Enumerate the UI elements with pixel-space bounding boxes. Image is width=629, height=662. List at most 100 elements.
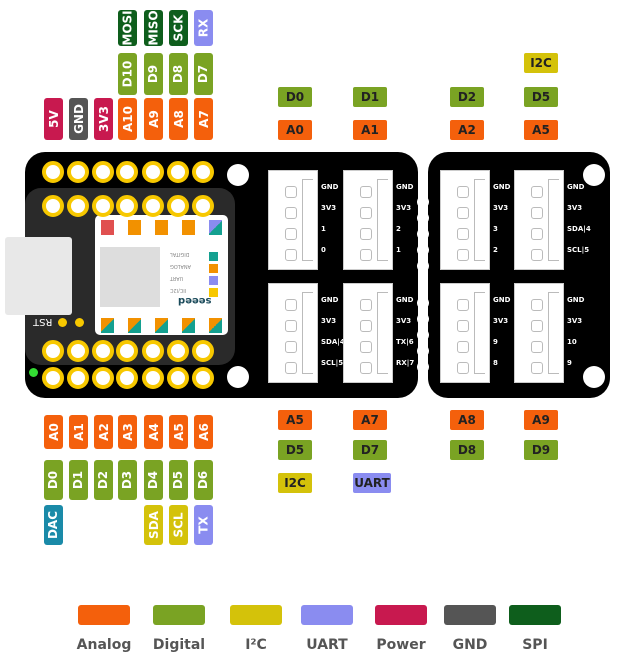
grove-connector[interactable] [343, 170, 393, 270]
connector-pin [285, 320, 297, 332]
legend-swatch-gnd [444, 605, 496, 625]
pin-label-digital: D6 [194, 460, 213, 500]
bridge-dot [417, 212, 429, 224]
castellated-pad [42, 340, 64, 362]
connector-pin-label: 9 [493, 338, 498, 346]
pin-label-text: SCK [171, 14, 186, 42]
legend-swatch-i2c [230, 605, 282, 625]
chip-pad [182, 318, 195, 333]
chip-legend-swatch [209, 264, 218, 273]
connector-pin-label: GND [493, 296, 511, 304]
connector-pin [285, 299, 297, 311]
grove-connector[interactable] [440, 283, 490, 383]
pin-label-gnd: GND [69, 98, 88, 140]
connector-pin-label: 3V3 [567, 204, 583, 212]
pin-label-text: A10 [120, 106, 135, 132]
castellated-pad [92, 195, 114, 217]
chip-pad [101, 318, 114, 333]
pin-label-digital: D2 [94, 460, 113, 500]
castellated-pad [192, 195, 214, 217]
connector-pin [360, 341, 372, 353]
pin-hole-top [42, 161, 64, 183]
connector-latch [302, 179, 313, 261]
connector-latch [548, 179, 559, 261]
connector-pin [457, 341, 469, 353]
legend-label: Analog [76, 637, 132, 653]
rst-label: RST [33, 316, 53, 327]
legend-label: I²C [245, 637, 267, 653]
rst-pad[interactable] [58, 318, 67, 327]
legend-swatch-analog [78, 605, 130, 625]
grove-connector[interactable] [343, 283, 393, 383]
grove-connector[interactable] [440, 170, 490, 270]
connector-pin-label: 9 [567, 359, 572, 367]
pin-hole-top [67, 161, 89, 183]
pin-label-text: D6 [196, 470, 211, 490]
grove-connector[interactable] [268, 283, 318, 383]
pin-label-text: A4 [146, 423, 161, 441]
pin-label-analog: A7 [194, 98, 213, 140]
pin-label-analog: A3 [118, 415, 137, 449]
bridge-dot [417, 196, 429, 208]
connector-pin [457, 299, 469, 311]
connector-pin-label: 3 [493, 225, 498, 233]
castellated-pad [142, 340, 164, 362]
connector-pin-label: GND [567, 183, 585, 191]
chip-pad [155, 318, 168, 333]
seeed-logo: seeed [178, 295, 212, 306]
legend-label: GND [452, 637, 488, 653]
connector-pin [360, 186, 372, 198]
legend-swatch-uart [301, 605, 353, 625]
pin-label-text: A7 [196, 110, 211, 128]
connector-pin [285, 341, 297, 353]
pin-label-text: GND [71, 104, 86, 134]
chip-pad [101, 220, 114, 235]
pin-label-text: TX [196, 516, 211, 534]
connector-latch [474, 179, 485, 261]
chip-pad [209, 220, 222, 235]
pin-label-text: A8 [171, 110, 186, 128]
bridge-dot [417, 329, 429, 341]
grove-connector[interactable] [268, 170, 318, 270]
grove-label-analog: A8 [450, 410, 484, 430]
pin-label-text: D2 [96, 470, 111, 490]
pin-hole-bottom [192, 367, 214, 389]
pin-label-text: SCL [171, 512, 186, 538]
legend-swatch-spi [509, 605, 561, 625]
connector-pin [360, 249, 372, 261]
grove-label-digital: D8 [450, 440, 484, 460]
connector-pin [360, 299, 372, 311]
pin-hole-top [192, 161, 214, 183]
pin-label-text: A3 [120, 423, 135, 441]
pin-hole-top [142, 161, 164, 183]
rst-pad[interactable] [75, 318, 84, 327]
pin-label-text: A2 [96, 423, 111, 441]
connector-pin-label: GND [493, 183, 511, 191]
grove-label-digital: D1 [353, 87, 387, 107]
pin-label-digital: D1 [69, 460, 88, 500]
castellated-pad [116, 340, 138, 362]
connector-pin-label: RX|7 [396, 359, 415, 367]
bridge-dot [417, 297, 429, 309]
chip-legend-label: ANALOG [170, 263, 191, 269]
grove-connector[interactable] [514, 170, 564, 270]
mount-hole [227, 366, 249, 388]
connector-pin-label: 3V3 [321, 317, 337, 325]
connector-pin-label: SCL|5 [321, 359, 344, 367]
pin-label-text: DAC [46, 510, 61, 540]
pin-label-text: D3 [120, 470, 135, 490]
connector-pin [285, 186, 297, 198]
grove-label-uart: UART [353, 473, 391, 493]
chip-pad [209, 318, 222, 333]
pin-label-analog: A9 [144, 98, 163, 140]
connector-pin-label: GND [321, 296, 339, 304]
grove-connector[interactable] [514, 283, 564, 383]
castellated-pad [192, 340, 214, 362]
pin-label-text: RX [196, 18, 211, 38]
pin-label-analog: A8 [169, 98, 188, 140]
pin-hole-bottom [142, 367, 164, 389]
pin-label-text: A1 [71, 423, 86, 441]
connector-pin [531, 186, 543, 198]
connector-pin-label: 1 [321, 225, 326, 233]
connector-pin-label: 0 [321, 246, 326, 254]
